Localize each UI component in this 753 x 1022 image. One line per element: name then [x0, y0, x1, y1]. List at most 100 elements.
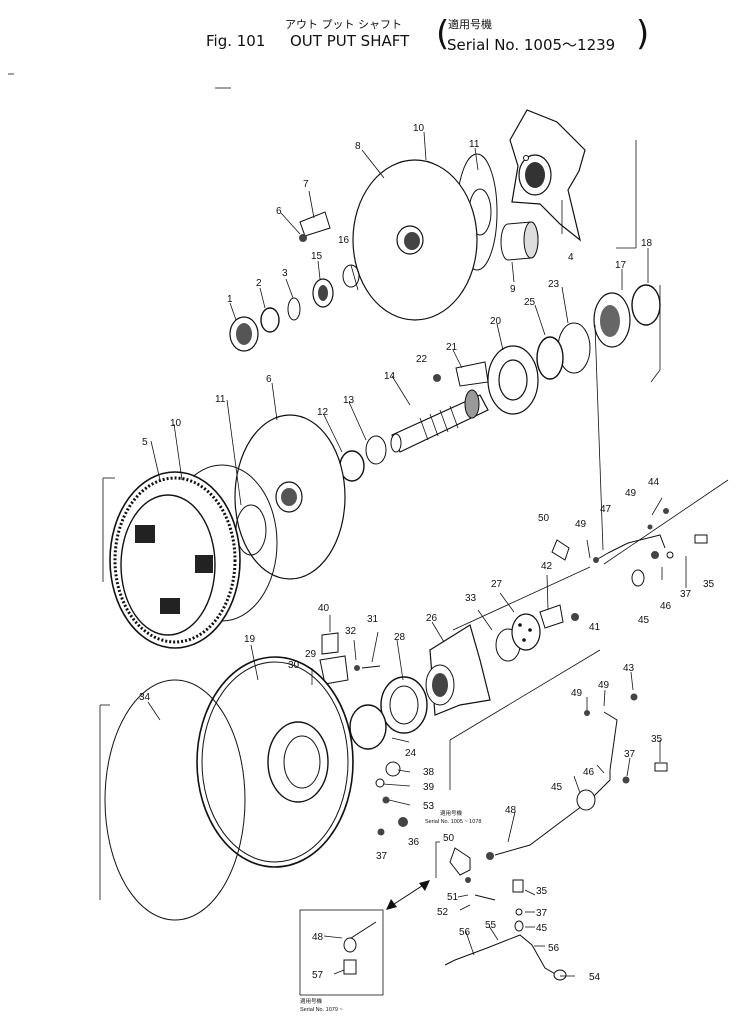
part-label-37: 37 [680, 589, 692, 600]
part-label-41: 41 [589, 622, 601, 633]
part-label-26: 26 [426, 613, 438, 624]
part-label-22: 22 [416, 354, 428, 365]
part-label-7: 7 [303, 179, 309, 190]
figure-label: Fig. 101 [206, 32, 266, 50]
part-label-39: 39 [423, 782, 435, 793]
part-label-34: 34 [139, 692, 151, 703]
japanese-title: アウト プット シャフト [285, 18, 402, 31]
page-title: OUT PUT SHAFT [290, 32, 410, 50]
part-label-24: 24 [405, 748, 417, 759]
bearing [593, 292, 631, 348]
part-label-49: 49 [625, 488, 637, 499]
part-label-10: 10 [413, 123, 425, 134]
part-label-40: 40 [318, 603, 330, 614]
part-label-21: 21 [446, 342, 458, 353]
plug [382, 796, 390, 804]
part-label-49d: 49 [598, 680, 610, 691]
part-number-labels: 1 2 3 4 5 6 6 7 8 9 10 10 11 11 12 13 14… [139, 123, 715, 983]
serial-range: Serial No. 1005～1239 [447, 36, 616, 54]
part-label-14: 14 [384, 371, 396, 382]
ring-gear [109, 471, 241, 649]
o-ring [104, 679, 246, 921]
part-label-45: 45 [638, 615, 650, 626]
part-label-56: 56 [459, 927, 471, 938]
bolt [299, 234, 307, 242]
seal [631, 284, 661, 326]
oil-tube [486, 693, 668, 860]
part-label-2: 2 [256, 278, 262, 289]
yoke-flange [425, 624, 491, 716]
part-label-19: 19 [244, 634, 256, 645]
o-ring [365, 435, 387, 465]
part-label-48b: 48 [312, 932, 324, 943]
part-label-20: 20 [490, 316, 502, 327]
lock-plate [539, 604, 564, 629]
oil-tube [551, 508, 708, 587]
part-label-18: 18 [641, 238, 653, 249]
bolt [433, 374, 441, 382]
part-label-6b: 6 [266, 374, 272, 385]
part-label-55: 55 [485, 920, 497, 931]
part-label-29: 29 [305, 649, 317, 660]
output-shaft [390, 389, 489, 453]
lock-plate [299, 211, 331, 237]
part-label-35b: 35 [651, 734, 663, 745]
part-label-4: 4 [568, 252, 574, 263]
part-label-48: 48 [505, 805, 517, 816]
washer [511, 613, 541, 651]
part-label-49c: 49 [571, 688, 583, 699]
part-label-27: 27 [491, 579, 503, 590]
leader-lines [99, 131, 729, 977]
part-label-50: 50 [538, 513, 550, 524]
part-label-45b: 45 [551, 782, 563, 793]
applicable-japanese: 適用号機 [448, 18, 492, 31]
seal [536, 336, 564, 380]
part-label-15: 15 [311, 251, 323, 262]
plug [398, 817, 408, 827]
bearing [312, 278, 334, 308]
part-label-57: 57 [312, 970, 324, 981]
cover-plate [352, 159, 478, 321]
seal [260, 307, 280, 333]
fitting [385, 761, 401, 777]
part-label-35: 35 [703, 579, 715, 590]
part-label-51: 51 [447, 892, 459, 903]
part-label-49b: 49 [575, 519, 587, 530]
spider-yoke [509, 109, 586, 242]
bracket [455, 361, 489, 387]
part-label-25: 25 [524, 297, 536, 308]
snap-ring [287, 297, 301, 321]
part-label-45c: 45 [536, 923, 548, 934]
part-label-10b: 10 [170, 418, 182, 429]
part-label-35c: 35 [536, 886, 548, 897]
part-label-1: 1 [227, 294, 233, 305]
part-label-42: 42 [541, 561, 553, 572]
part-label-52: 52 [437, 907, 449, 918]
seal [349, 704, 387, 750]
lower-note-japanese: 適用号機 [300, 997, 323, 1005]
part-label-36: 36 [408, 837, 420, 848]
part-label-12: 12 [317, 407, 329, 418]
inset-box-upper [435, 841, 567, 981]
part-label-37b: 37 [624, 749, 636, 760]
part-label-37c: 37 [376, 851, 388, 862]
part-label-31: 31 [367, 614, 379, 625]
inset-box-lower [299, 909, 384, 996]
part-label-33: 33 [465, 593, 477, 604]
part-label-50b: 50 [443, 833, 455, 844]
part-label-53: 53 [423, 801, 435, 812]
part-label-38: 38 [423, 767, 435, 778]
breather [305, 632, 381, 695]
reference-arrow [386, 880, 430, 910]
part-label-5: 5 [142, 437, 148, 448]
part-label-23: 23 [548, 279, 560, 290]
part-label-11b: 11 [215, 394, 226, 405]
lower-note-serial: Serial No. 1079 ~ [300, 1007, 343, 1013]
part-label-6: 6 [276, 206, 282, 217]
part-label-28: 28 [394, 632, 406, 643]
part-label-44: 44 [648, 477, 660, 488]
part-label-37d: 37 [536, 908, 548, 919]
serial-notes: 適用号機 Serial No. 1005 ~ 1078 適用号機 Serial … [300, 809, 481, 1013]
bolt [571, 613, 579, 621]
